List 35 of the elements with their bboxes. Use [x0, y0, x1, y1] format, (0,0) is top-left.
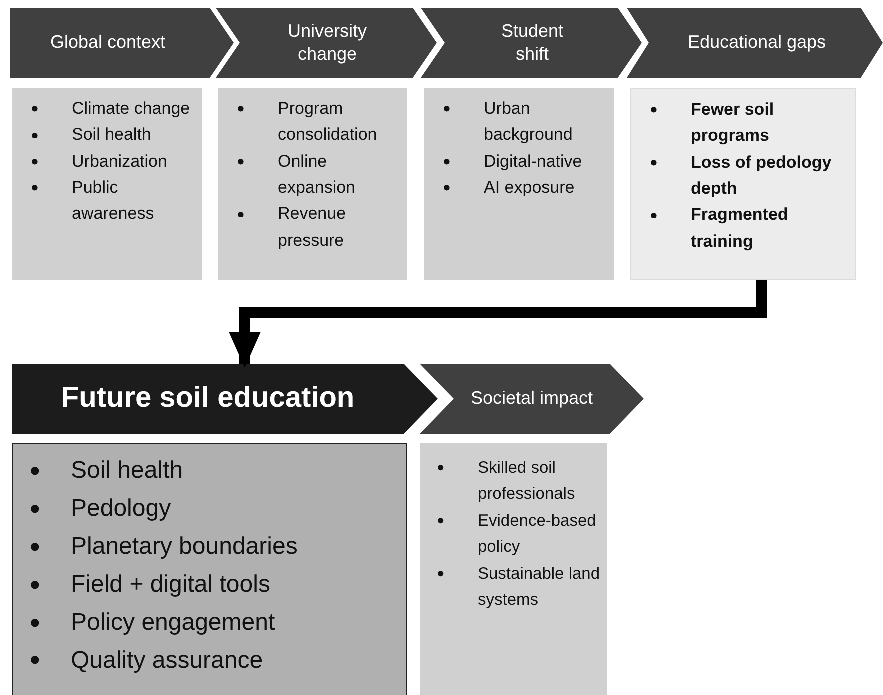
bullet-text: Revenue pressure: [278, 204, 346, 250]
step-title: Societal impact: [470, 387, 594, 410]
step-title: Global context: [50, 31, 166, 54]
bullet-text: Quality assurance: [71, 646, 264, 674]
step-title: Future soil education: [61, 381, 355, 416]
list-panel: [630, 88, 856, 280]
bullet-text: Field + digital tools: [71, 570, 270, 598]
bullet-text: Digital-native: [484, 152, 582, 171]
bullet-text: Urban background: [484, 99, 573, 144]
bullet-text: Planetary boundaries: [71, 532, 298, 560]
list-panel: [420, 443, 607, 695]
bullet-text: Skilled soil professionals: [478, 459, 576, 504]
list-panel: [12, 443, 407, 695]
bullet-text: Fragmented training: [691, 205, 788, 251]
list-panel: [424, 88, 614, 280]
bullet-text: Evidence-based policy: [478, 512, 596, 556]
bullet-text: Climate change: [72, 99, 190, 118]
bullet-text: Sustainable land systems: [478, 564, 600, 609]
connector-arrow: [229, 280, 768, 368]
step-title: University change: [286, 20, 368, 66]
bullet-text: Program consolidation: [278, 99, 378, 144]
bullet-text: Soil health: [71, 457, 184, 484]
step-title: Student shift: [500, 20, 565, 66]
bullet-text: Public awareness: [72, 178, 154, 224]
bullet-text: Online expansion: [278, 152, 356, 198]
bullet-text: Policy engagement: [71, 608, 276, 636]
bullet-text: Soil health: [72, 125, 152, 144]
bullet-text: AI exposure: [484, 178, 575, 198]
bullet-text: Pedology: [71, 494, 172, 522]
bullet-text: Urbanization: [72, 152, 168, 171]
step-title: Educational gaps: [688, 31, 826, 54]
bullet-text: Loss of pedology depth: [691, 152, 832, 198]
bullet-text: Fewer soil programs: [691, 100, 774, 146]
list-panel: [218, 88, 407, 280]
list-panel: [12, 88, 202, 280]
